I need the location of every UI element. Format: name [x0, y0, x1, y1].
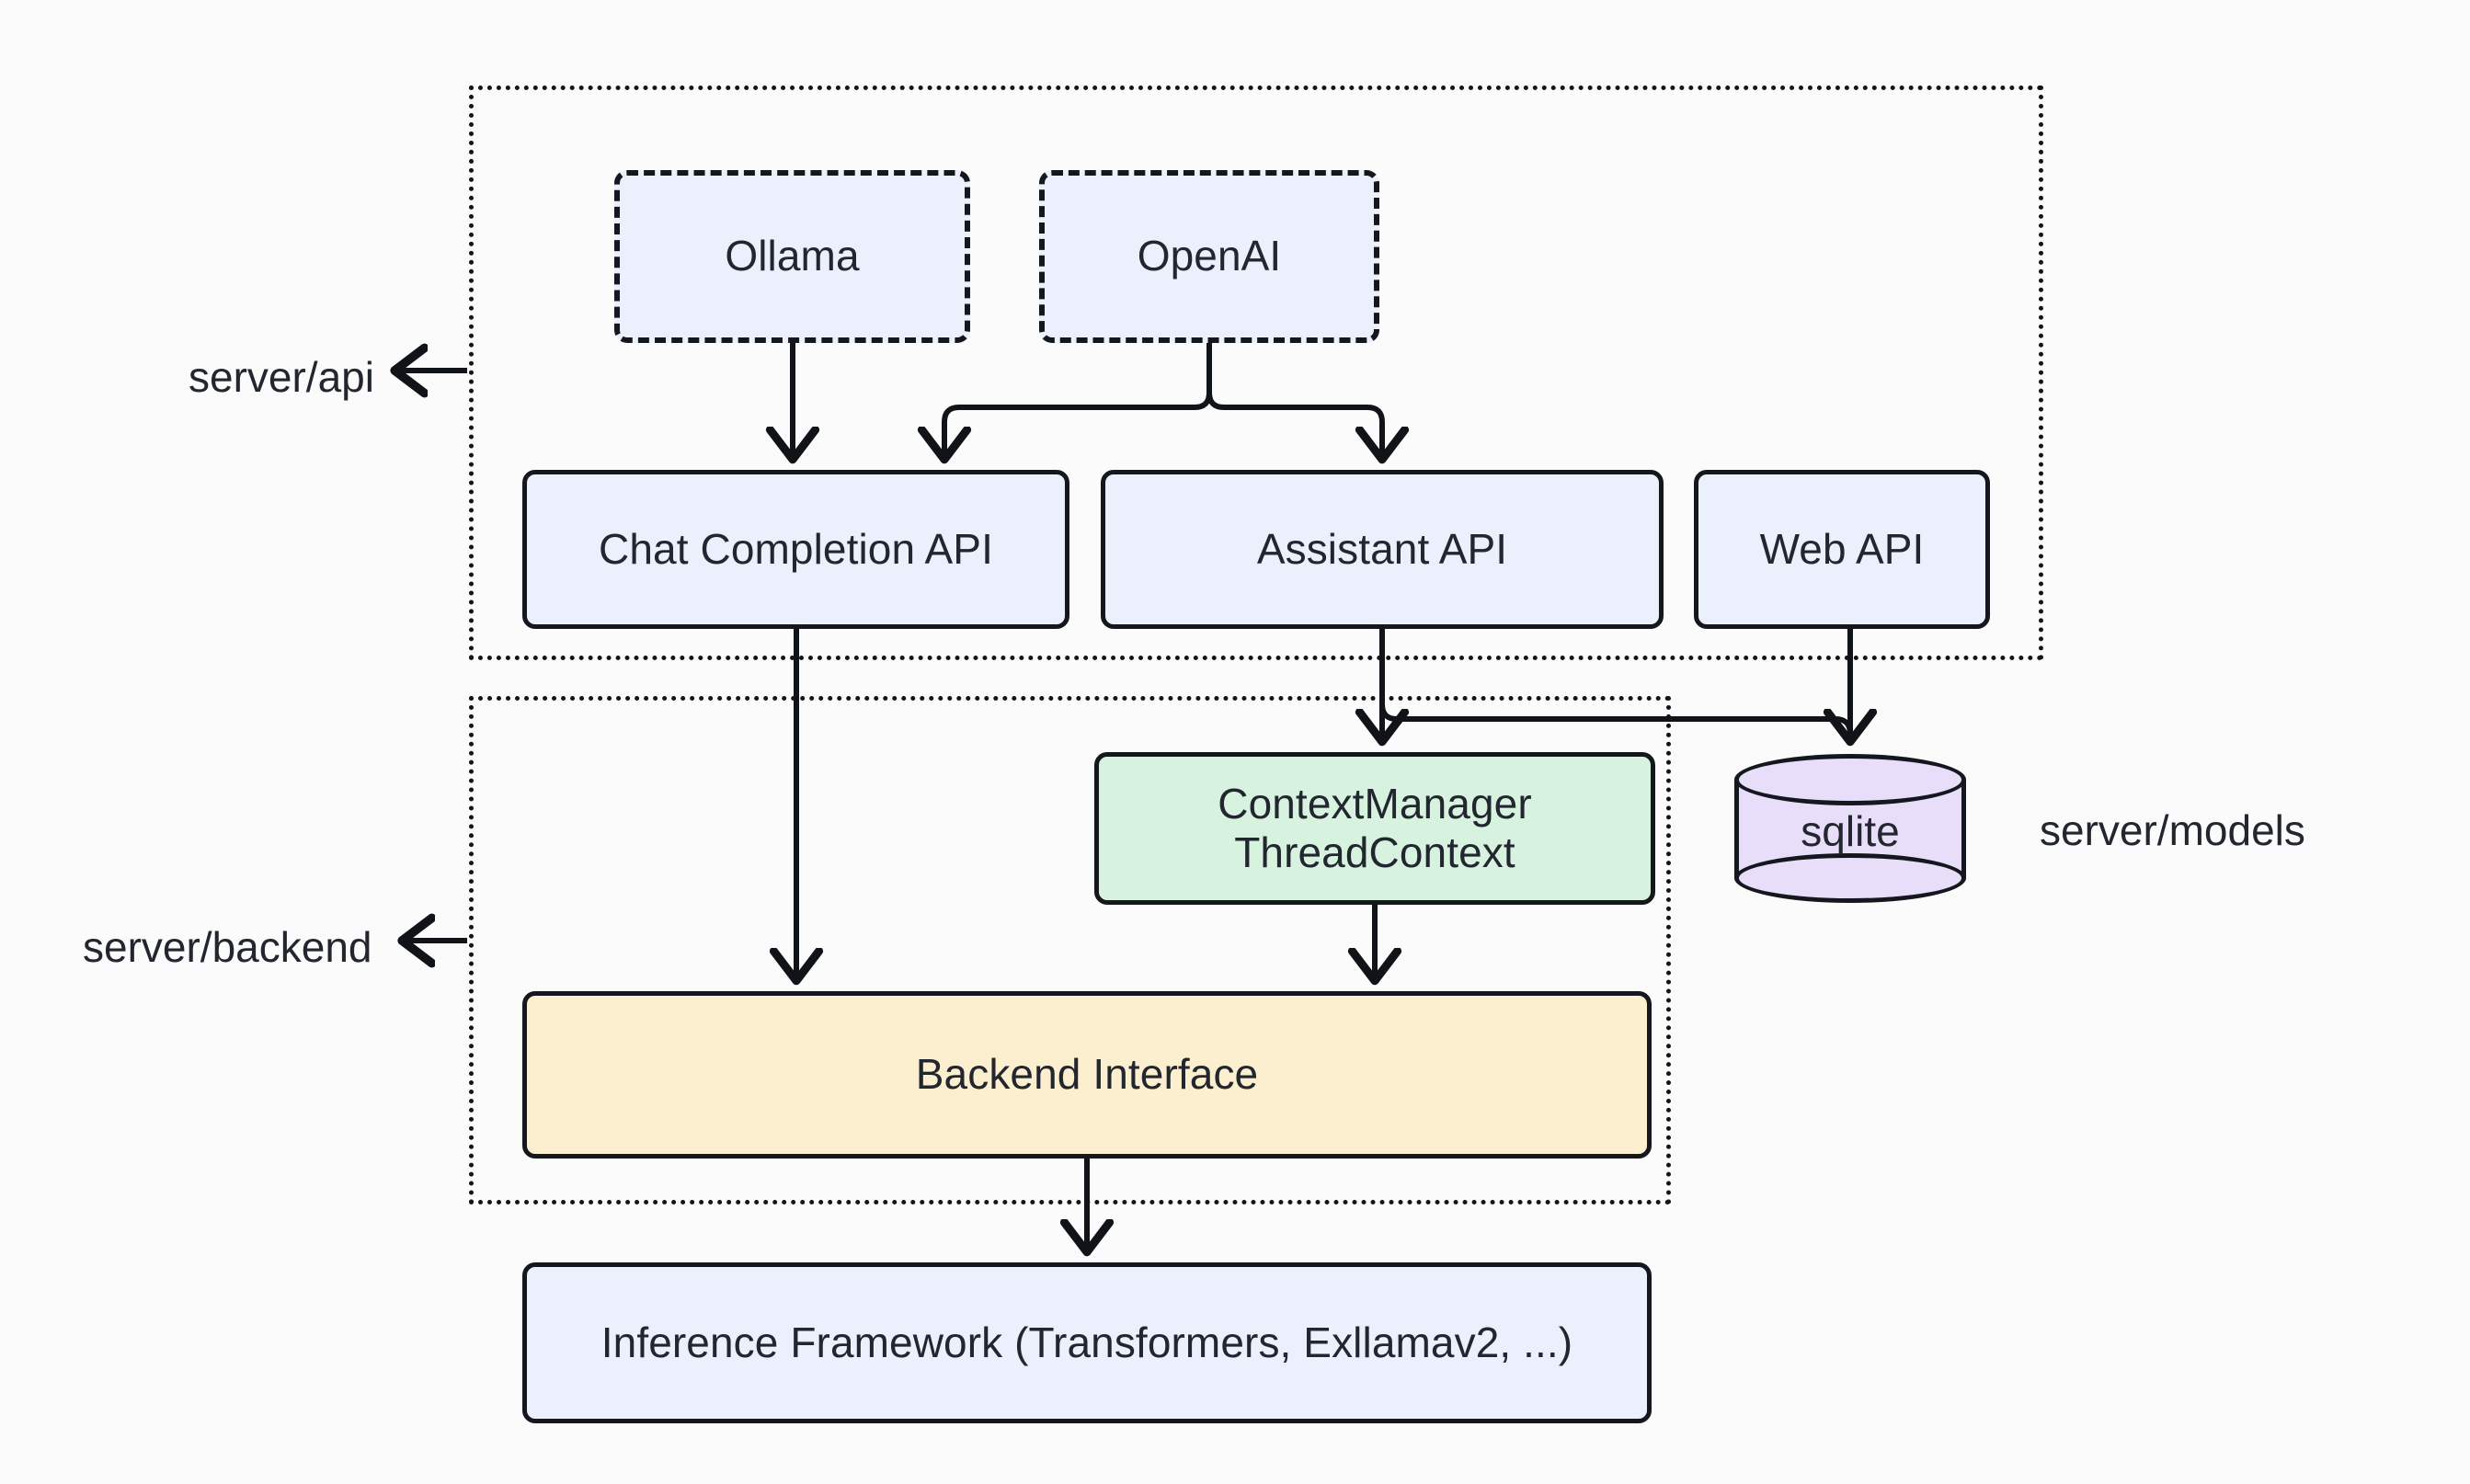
server-models-label: server/models [2040, 806, 2305, 854]
cylinder-top [1734, 754, 1966, 805]
node-context-manager-label: ContextManager ThreadContext [1218, 779, 1532, 876]
node-sqlite[interactable]: sqlite [1734, 754, 1966, 903]
node-backend-interface[interactable]: Backend Interface [522, 991, 1652, 1159]
server-backend-label: server/backend [83, 923, 372, 971]
cluster-server-api [469, 86, 2043, 660]
node-ollama[interactable]: Ollama [614, 170, 970, 343]
node-assistant-api[interactable]: Assistant API [1101, 470, 1664, 629]
node-context-manager[interactable]: ContextManager ThreadContext [1094, 752, 1655, 905]
node-web-api[interactable]: Web API [1694, 470, 1990, 629]
cluster-server-backend [469, 696, 1671, 1204]
node-sqlite-label: sqlite [1801, 807, 1900, 856]
server-api-label: server/api [189, 353, 374, 401]
node-openai[interactable]: OpenAI [1039, 170, 1379, 343]
node-chat-completion-api[interactable]: Chat Completion API [522, 470, 1069, 629]
node-inference-framework[interactable]: Inference Framework (Transformers, Exlla… [522, 1262, 1652, 1423]
cylinder-bottom [1734, 853, 1966, 903]
